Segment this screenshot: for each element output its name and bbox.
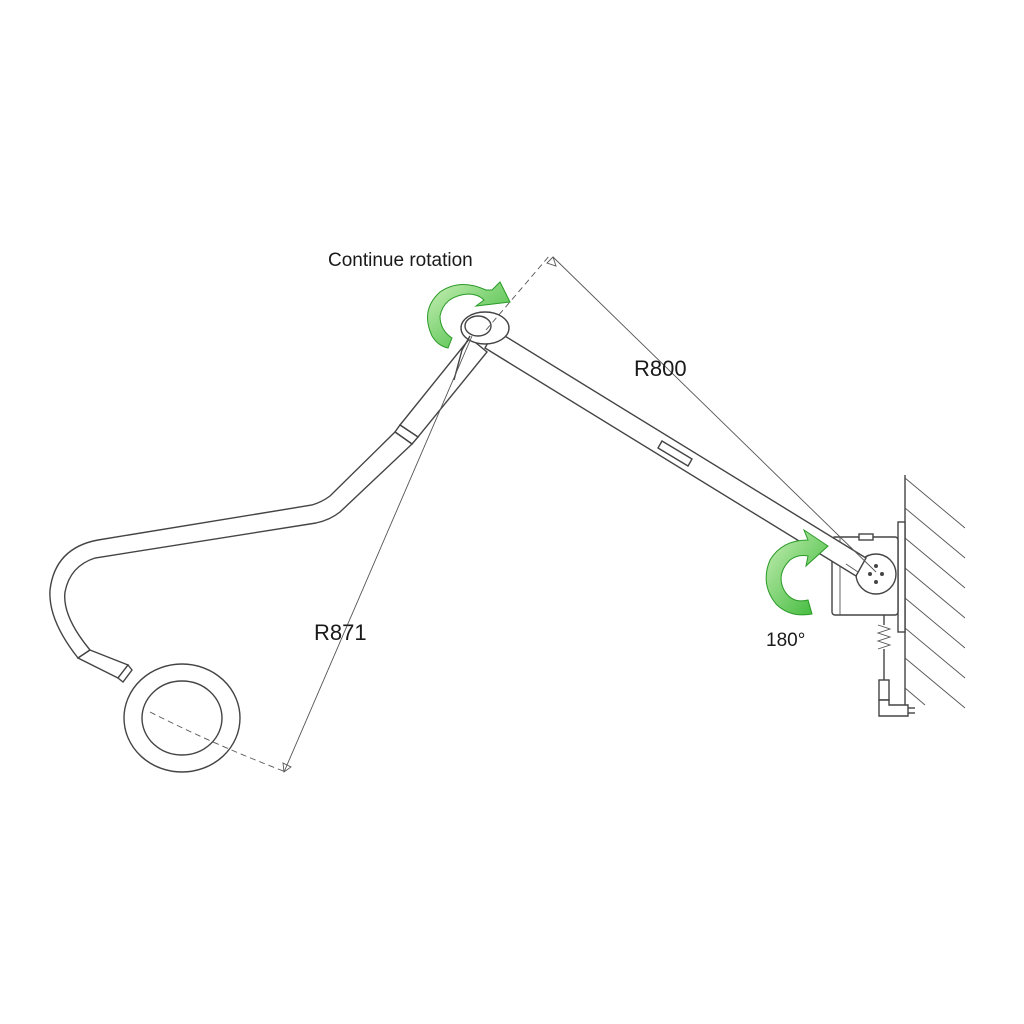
rotation-arrow-base-icon bbox=[765, 528, 829, 616]
angle-180-label: 180° bbox=[766, 630, 805, 651]
lower-arm bbox=[49, 337, 488, 683]
wall bbox=[904, 475, 966, 709]
r871-label: R871 bbox=[314, 620, 367, 645]
power-cord bbox=[876, 615, 915, 717]
wall-mount-bracket bbox=[831, 521, 906, 633]
elbow-joint bbox=[453, 311, 510, 381]
dimension-lines bbox=[149, 254, 877, 773]
continue-rotation-label: Continue rotation bbox=[328, 250, 473, 271]
r800-label: R800 bbox=[634, 356, 687, 381]
rotation-arrow-top-icon bbox=[427, 281, 511, 349]
lamp-head bbox=[123, 663, 241, 773]
